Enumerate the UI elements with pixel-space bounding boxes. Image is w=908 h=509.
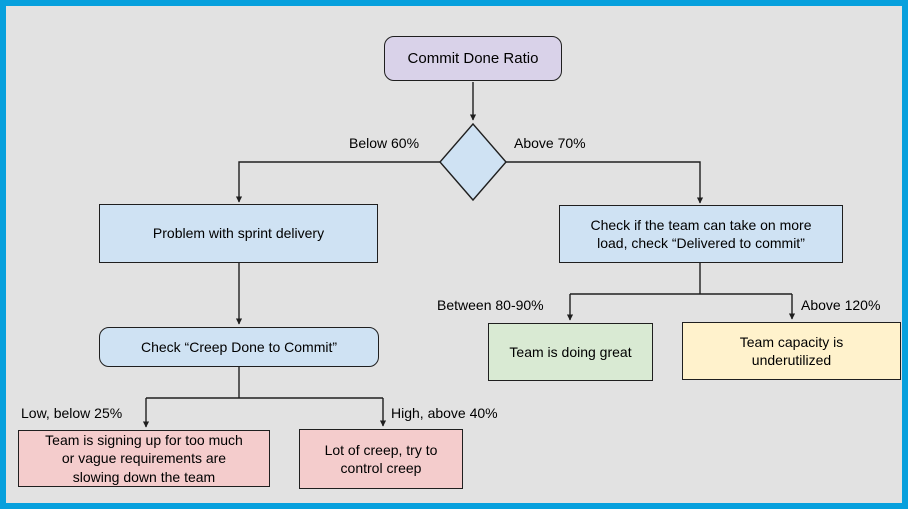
- edge-label-high-above-40: High, above 40%: [391, 405, 498, 421]
- node-commit-done-ratio: Commit Done Ratio: [384, 36, 562, 81]
- edge-label-low-below-25: Low, below 25%: [21, 405, 123, 421]
- node-check-more-load: Check if the team can take on more load,…: [559, 205, 843, 263]
- decision-diamond: [439, 122, 507, 202]
- node-lot-of-creep: Lot of creep, try to control creep: [299, 429, 463, 489]
- edge-decision-more-load: [506, 161, 704, 204]
- edge-label-below-60: Below 60%: [349, 135, 420, 151]
- edge-decision-problem: [235, 161, 440, 203]
- node-signing-up-too-much: Team is signing up for too much or vague…: [18, 430, 270, 487]
- node-capacity-underutilized: Team capacity is underutilized: [682, 322, 901, 380]
- node-problem-sprint-delivery: Problem with sprint delivery: [99, 204, 378, 263]
- edge-label-between-80-90: Between 80-90%: [437, 297, 544, 313]
- edge-label-above-120: Above 120%: [801, 297, 881, 313]
- node-team-doing-great: Team is doing great: [488, 323, 653, 381]
- edge-label-above-70: Above 70%: [514, 135, 586, 151]
- node-check-creep-done-to-commit: Check “Creep Done to Commit”: [99, 327, 379, 367]
